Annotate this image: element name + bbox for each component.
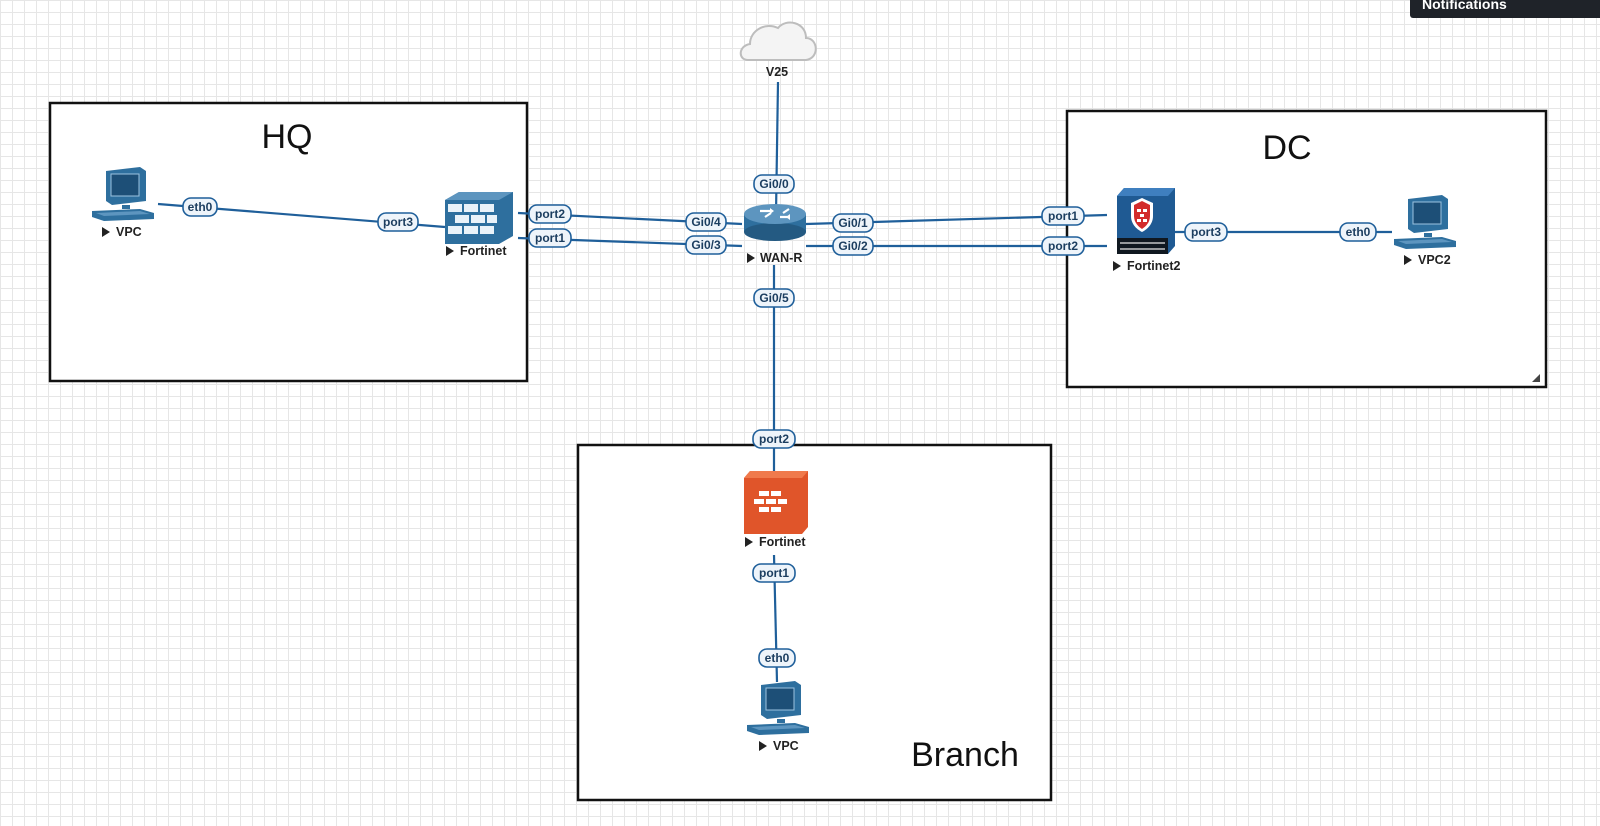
node-hq-fortinet-label: Fortinet [460,244,507,258]
svg-text:Gi0/3: Gi0/3 [691,238,721,252]
svg-text:port2: port2 [1048,239,1078,253]
svg-text:Gi0/4: Gi0/4 [691,215,721,229]
port-label[interactable]: Gi0/0 [753,174,795,194]
zone-dc-title: DC [1262,129,1311,167]
node-dc-vpc2-label: VPC2 [1418,253,1451,267]
node-branch-vpc[interactable]: VPC [746,680,810,753]
node-branch-fortinet-label: Fortinet [759,535,806,549]
node-cloud[interactable]: V25 [739,21,817,79]
port-label[interactable]: Gi0/3 [685,235,727,255]
port-label[interactable]: eth0 [182,197,218,217]
firewall-icon [744,471,808,534]
port-label[interactable]: eth0 [758,648,796,668]
port-label[interactable]: Gi0/5 [753,288,795,308]
node-hq-vpc-label: VPC [116,225,142,239]
port-labels: eth0 port3 port2 port1 Gi0/0 Gi0/4 Gi0/3… [182,174,1377,668]
port-label[interactable]: Gi0/1 [832,213,874,233]
svg-text:Gi0/0: Gi0/0 [759,177,789,191]
node-dc-vpc2[interactable]: VPC2 [1393,194,1457,267]
port-label[interactable]: port2 [1041,236,1085,256]
port-label[interactable]: port2 [528,204,572,224]
port-label[interactable]: eth0 [1339,222,1377,242]
node-branch-vpc-label: VPC [773,739,799,753]
svg-text:port1: port1 [759,566,789,580]
node-wan-label: WAN-R [760,251,802,265]
node-cloud-label: V25 [766,65,788,79]
port-label[interactable]: Gi0/4 [685,212,727,232]
port-label[interactable]: port3 [1184,222,1228,242]
zone-branch[interactable]: Branch [576,443,1053,802]
svg-text:port3: port3 [1191,225,1221,239]
notifications-label: Notifications [1422,0,1507,12]
svg-text:eth0: eth0 [765,651,790,665]
firewall-icon [445,192,513,244]
node-dc-fortinet2-label: Fortinet2 [1127,259,1181,273]
svg-text:port1: port1 [1048,209,1078,223]
port-label[interactable]: port1 [1041,206,1085,226]
node-hq-fortinet[interactable]: Fortinet [445,192,513,258]
svg-text:eth0: eth0 [1346,225,1371,239]
router-icon [744,204,806,241]
link-cloud-wan[interactable] [774,81,780,215]
port-label[interactable]: port2 [752,429,796,449]
node-hq-vpc[interactable]: VPC [91,166,155,239]
svg-text:Gi0/1: Gi0/1 [838,216,868,230]
resize-handle-icon[interactable] [1532,374,1540,382]
notifications-tab[interactable]: Notifications [1410,0,1600,18]
svg-text:Gi0/2: Gi0/2 [838,239,868,253]
svg-text:port2: port2 [759,432,789,446]
node-branch-fortinet[interactable]: Fortinet [744,471,808,549]
port-label[interactable]: Gi0/2 [832,236,874,256]
svg-text:port1: port1 [535,231,565,245]
node-dc-fortinet2[interactable]: Fortinet2 [1113,188,1181,273]
port-label[interactable]: port1 [528,228,572,248]
port-label[interactable]: port1 [752,563,796,583]
cloud-icon [739,21,817,61]
node-wan-router[interactable]: WAN-R [744,204,806,265]
zone-hq-title: HQ [262,118,313,156]
svg-text:port3: port3 [383,215,413,229]
zone-branch-title: Branch [911,736,1019,774]
port-label[interactable]: port3 [377,212,419,232]
svg-text:Gi0/5: Gi0/5 [759,291,789,305]
svg-text:eth0: eth0 [188,200,213,214]
firewall-icon [1117,188,1175,254]
svg-text:port2: port2 [535,207,565,221]
